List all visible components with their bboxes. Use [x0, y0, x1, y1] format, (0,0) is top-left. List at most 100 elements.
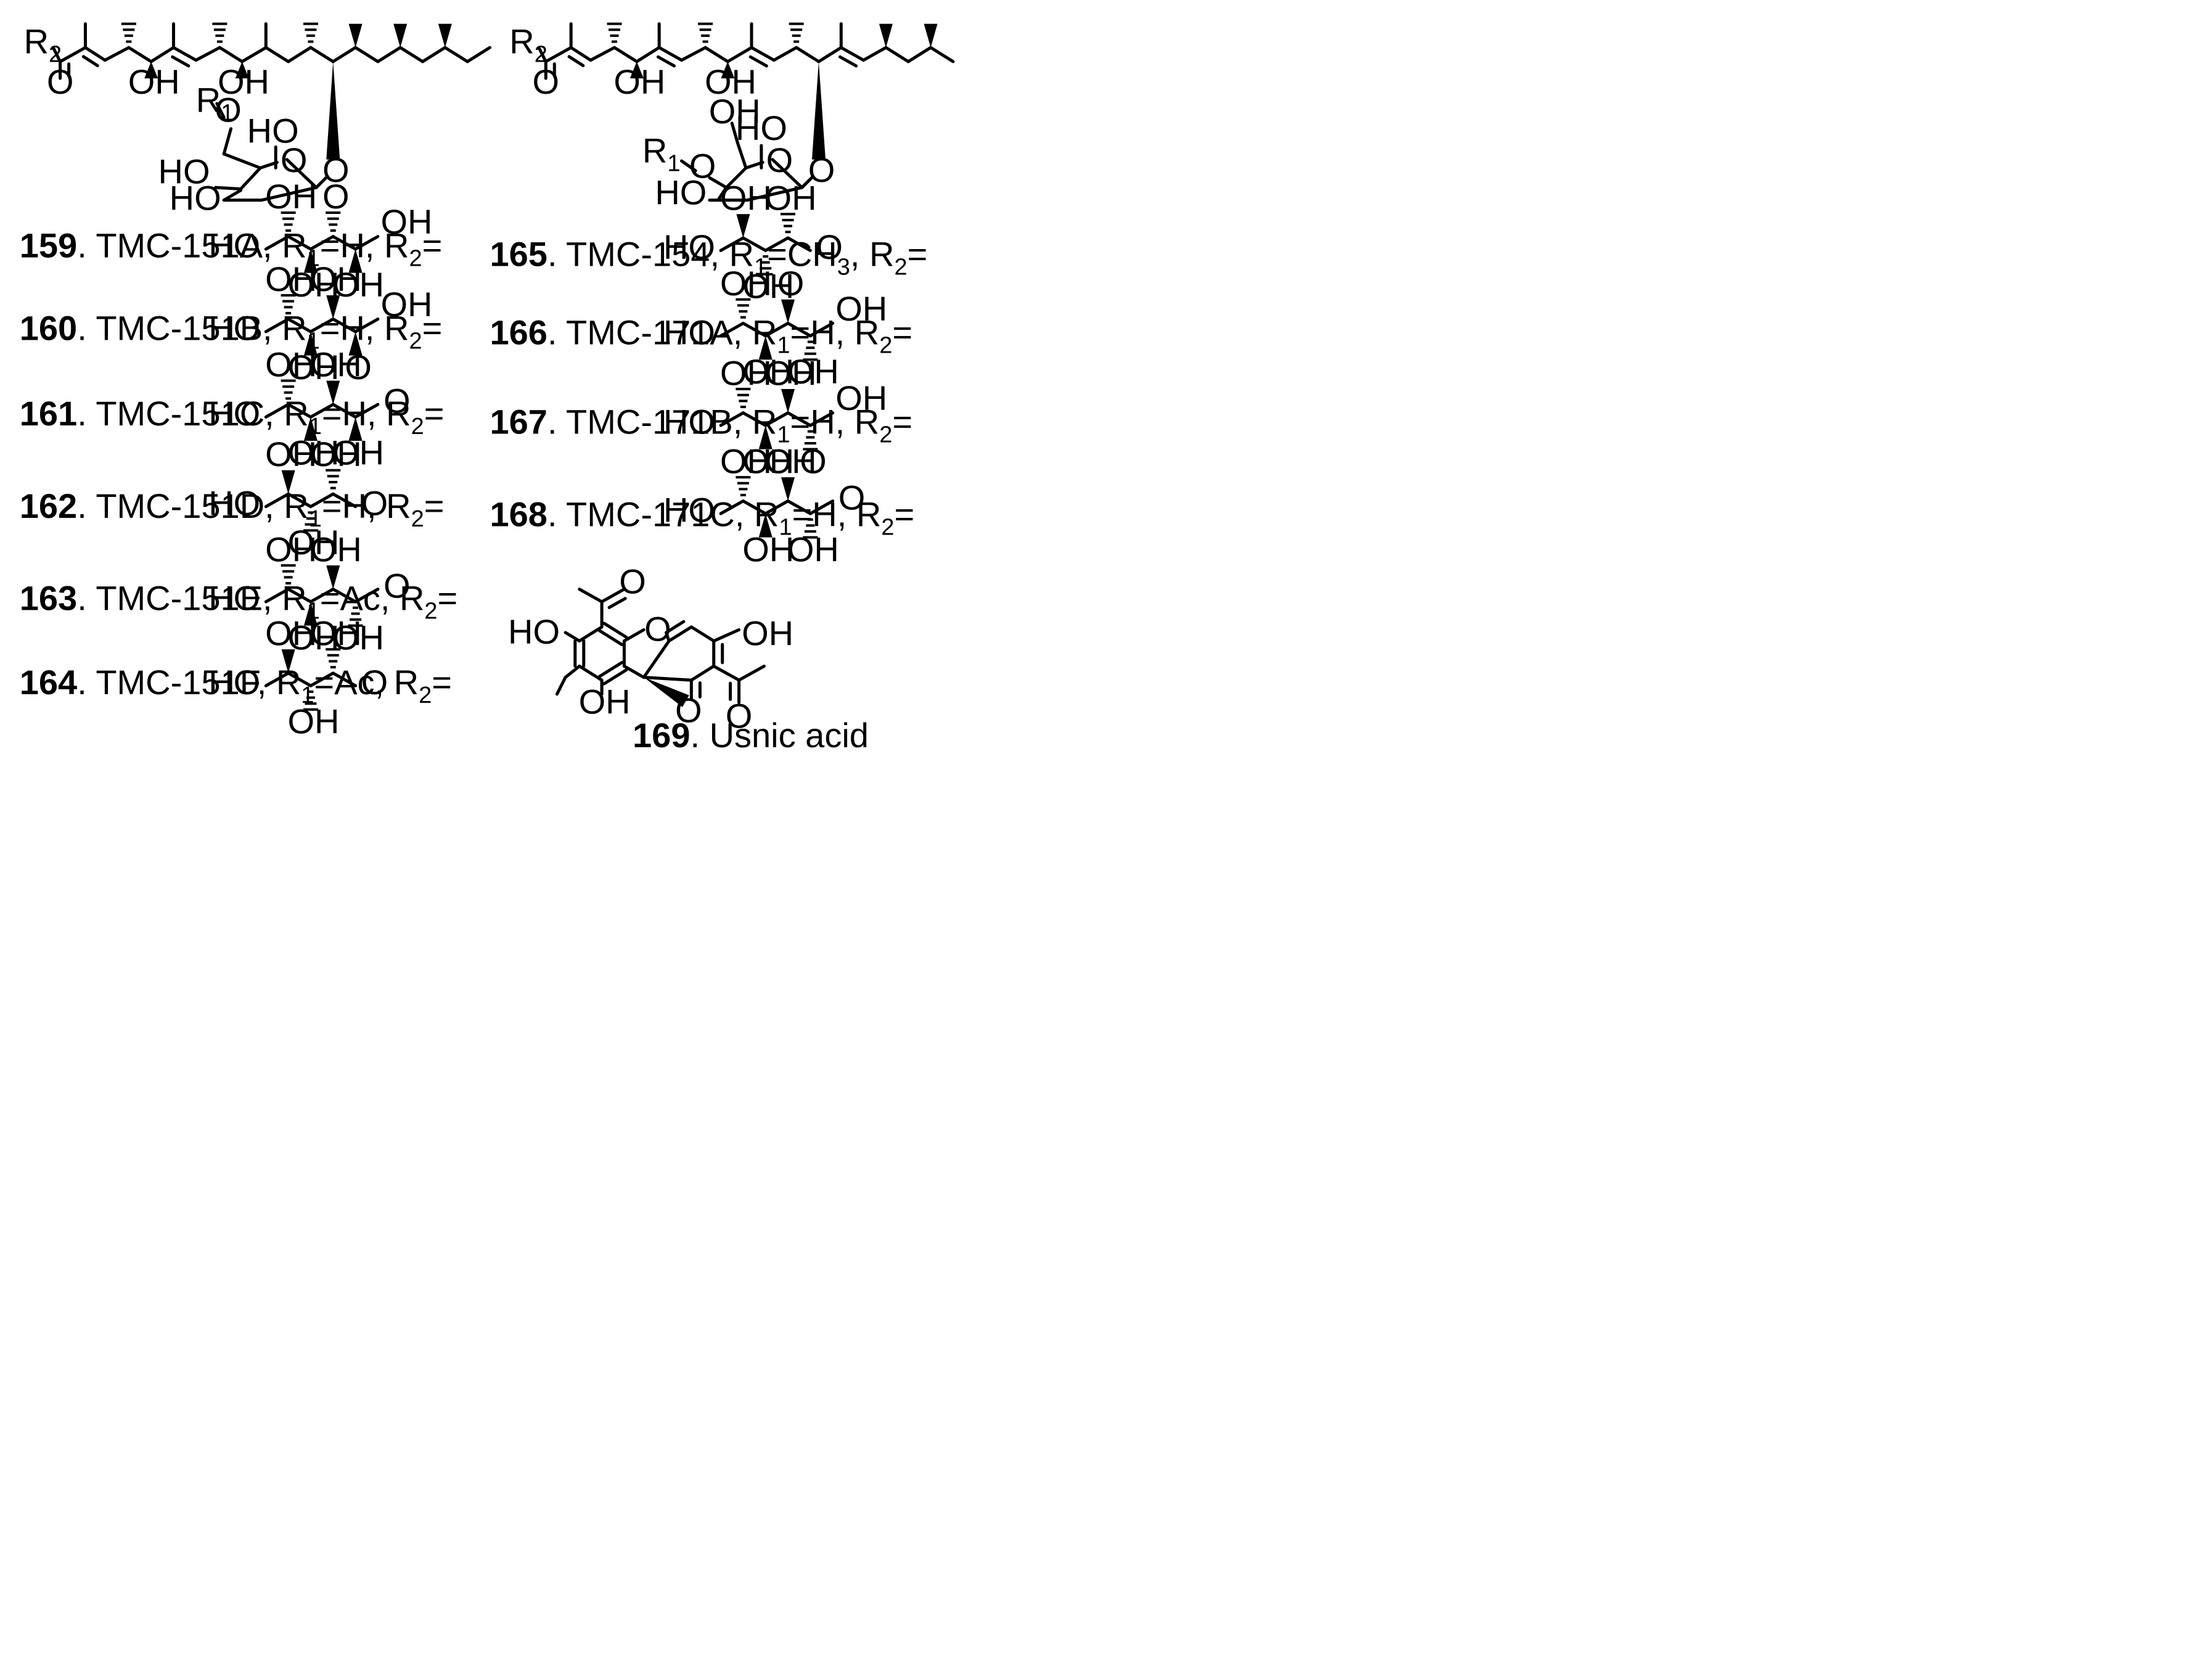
wedge-bond [303, 249, 318, 273]
oxygen-label: O [619, 562, 646, 600]
bond [51, 46, 62, 64]
hydroxyl-label: OH [380, 285, 432, 324]
hydroxyl-label: HO [663, 403, 715, 441]
oxygen-label: O [47, 62, 74, 101]
bond [465, 46, 491, 64]
bond [354, 403, 380, 419]
bond [817, 46, 843, 64]
bond [287, 403, 313, 419]
bond [666, 620, 686, 634]
bond [679, 46, 707, 62]
bond [741, 411, 768, 427]
r-group-label: R2 [509, 22, 547, 67]
compound-caption: 167. TMC-171B, R1=H, R2= [490, 403, 913, 448]
bond [613, 46, 639, 64]
bond [564, 631, 581, 643]
hydroxyl-label: OH [265, 345, 317, 384]
oxygen-label: O [644, 610, 671, 649]
bond [726, 46, 753, 64]
bond [287, 318, 313, 334]
bond [808, 499, 835, 515]
bond [331, 318, 358, 334]
hydroxyl-label: OH [742, 530, 794, 568]
hydroxyl-label: HO [208, 309, 260, 348]
bond [285, 158, 318, 189]
bond [564, 665, 581, 679]
bond [808, 321, 835, 338]
bond [309, 235, 335, 251]
hydroxyl-label: OH [720, 179, 772, 218]
bond [264, 671, 290, 687]
bond [331, 492, 358, 509]
hydroxyl-label: OH [265, 530, 317, 568]
compound-caption: 166. TMC-171A, R1=H, R2= [490, 313, 913, 358]
bond [264, 235, 290, 251]
bond [657, 46, 683, 62]
hydroxyl-label: HO [208, 579, 260, 618]
wedge-bond [326, 565, 340, 589]
hydroxyl-label: OH [709, 92, 761, 131]
bond [569, 46, 592, 62]
hydroxyl-label: OH [787, 530, 839, 568]
wedge-bond [781, 299, 795, 324]
bond [667, 625, 693, 643]
bond [578, 665, 604, 682]
hydroxyl-label: OH [332, 618, 384, 657]
bond [750, 46, 776, 62]
hydroxyl-label: HO [655, 173, 707, 211]
bond [215, 102, 226, 120]
wedge-bond [281, 470, 295, 494]
bond [240, 46, 268, 64]
bond [600, 588, 626, 604]
wedge-bond [721, 61, 735, 79]
hydroxyl-label: OH [613, 62, 665, 101]
hydroxyl-label: OH [835, 379, 887, 417]
hydroxyl-label: OH [742, 352, 794, 391]
bond [567, 55, 585, 68]
bond [309, 588, 335, 604]
compound-caption: 162. TMC-151D, R1=H, R2= [20, 486, 445, 532]
oxygen-label: O [777, 264, 805, 303]
bond [642, 639, 671, 679]
bond [719, 411, 745, 427]
bond [331, 403, 358, 419]
bond [398, 46, 425, 64]
wedge-bond [781, 477, 795, 501]
hydroxyl-label: OH [742, 267, 794, 306]
hydroxyl-label: OH [765, 353, 817, 392]
bond [808, 411, 835, 427]
bond [354, 46, 380, 64]
bond [884, 46, 910, 64]
bond [314, 174, 329, 189]
bond [730, 121, 739, 145]
bond [597, 629, 624, 647]
bond [741, 321, 768, 338]
bond [81, 55, 99, 68]
hydroxyl-label: OH [265, 177, 317, 216]
compound-caption: 164. TMC-151F, R1=Ac, R2= [20, 663, 452, 708]
hydroxyl-label: OH [287, 618, 339, 657]
compound-caption: 163. TMC-151E, R1=Ac, R2= [20, 579, 457, 625]
bond [309, 403, 335, 419]
bond [149, 46, 175, 64]
hydroxyl-label: OH [720, 353, 772, 392]
bond [737, 665, 766, 682]
compound-caption: 165. TMC-154, R1=CH3, R2= [490, 234, 928, 280]
oxygen-label: O [800, 441, 827, 480]
hydroxyl-label: HO [663, 313, 715, 351]
hydroxyl-label: OH [332, 433, 384, 472]
bond [287, 588, 313, 604]
bond [679, 159, 697, 173]
compound-caption: 160. TMC-151B, R1=H, R2= [20, 309, 443, 354]
r-group-label: R2 [24, 22, 62, 67]
compound-caption: 159. TMC-151A, R1=H, R2= [20, 226, 443, 272]
bond [786, 236, 812, 252]
bond [309, 492, 335, 509]
oxygen-label: O [808, 150, 835, 189]
bond [376, 46, 402, 64]
wedge-bond [303, 331, 318, 356]
bond [764, 411, 790, 427]
bond [171, 46, 198, 62]
wedge-bond [348, 23, 363, 48]
compound-caption: 161. TMC-151C, R1=H, R2= [20, 394, 445, 440]
